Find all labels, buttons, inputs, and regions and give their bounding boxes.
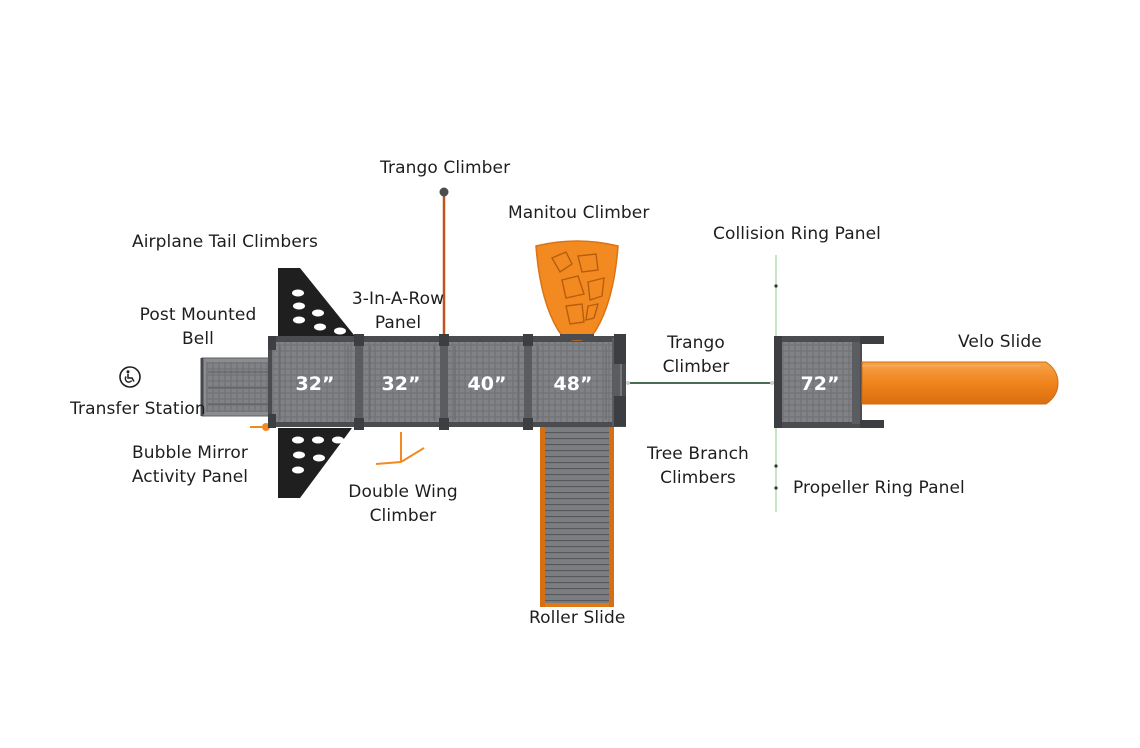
label-bubble-mirror-activity-panel: Bubble Mirror Activity Panel <box>131 443 249 487</box>
velo-slide <box>861 361 1059 405</box>
manitou-climber <box>535 240 619 341</box>
label-manitou-climber: Manitou Climber <box>508 203 650 223</box>
main-deck-strip: 32” 32” 40” 48” <box>268 334 626 430</box>
label-double-wing-climber: Double Wing Climber <box>348 482 458 526</box>
label-trango-climber-top: Trango Climber <box>380 158 511 178</box>
trango-climber-mid <box>626 381 774 385</box>
deck-height-label: 32” <box>296 373 335 395</box>
label-propeller-ring-panel: Propeller Ring Panel <box>793 478 965 498</box>
label-tree-branch-climbers: Tree Branch Climbers <box>647 444 749 488</box>
bubble-mirror-post <box>250 423 270 431</box>
roller-slide <box>540 427 614 607</box>
label-transfer-station: Transfer Station <box>70 399 206 419</box>
trango-climber-top <box>439 187 449 338</box>
label-3-in-a-row-panel: 3-In-A-Row Panel <box>351 289 445 333</box>
label-velo-slide: Velo Slide <box>958 332 1042 352</box>
wheelchair-accessibility-icon <box>119 366 141 388</box>
label-airplane-tail-climbers: Airplane Tail Climbers <box>132 232 318 252</box>
transfer-station <box>200 357 279 417</box>
label-collision-ring-panel: Collision Ring Panel <box>713 224 881 244</box>
propeller-ring-panel <box>774 428 778 512</box>
label-roller-slide: Roller Slide <box>529 608 626 628</box>
airplane-tail-climber-bottom <box>278 428 352 498</box>
deck-height-label: 48” <box>554 373 593 395</box>
label-post-mounted-bell: Post Mounted Bell <box>139 305 257 349</box>
airplane-tail-climber-top <box>278 268 358 340</box>
right-deck: 72” <box>774 336 884 428</box>
collision-ring-panel <box>774 255 778 336</box>
deck-height-label: 72” <box>801 373 840 395</box>
deck-height-label: 40” <box>468 373 507 395</box>
deck-height-label: 32” <box>382 373 421 395</box>
double-wing-climber <box>375 432 425 465</box>
label-trango-climber-mid: Trango Climber <box>662 333 730 377</box>
